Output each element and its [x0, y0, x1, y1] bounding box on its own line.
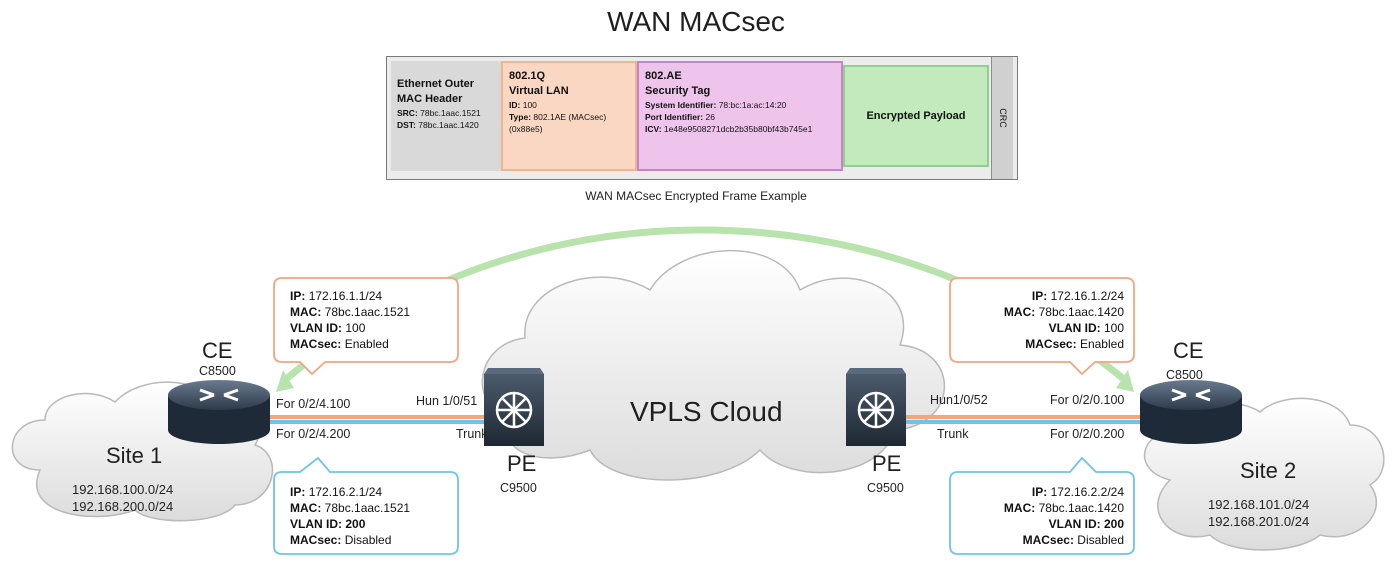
src-label: SRC:: [397, 108, 418, 118]
right-bottom-mac: 78bc.1aac.1420: [1038, 501, 1124, 515]
right-top-vlan: 100: [1103, 321, 1124, 335]
eth-title-2: MAC Header: [397, 93, 463, 105]
site2-net-2: 192.168.201.0/24: [1208, 514, 1310, 529]
callout-right-top: IP: 172.16.1.2/24 MAC: 78bc.1aac.1420 VL…: [1003, 289, 1124, 351]
left-pe-port: Hun 1/0/51: [416, 394, 478, 408]
left-top-ip: 172.16.1.1/24: [308, 289, 383, 303]
port-value: 26: [705, 112, 715, 122]
frame-ethernet-header: Ethernet Outer MAC Header SRC: 78bc.1aac…: [391, 61, 501, 171]
callout-right-bottom: IP: 172.16.2.2/24 MAC: 78bc.1aac.1420 VL…: [1003, 485, 1124, 547]
q-title-2: Virtual LAN: [509, 85, 569, 97]
router-left-icon: [168, 380, 270, 444]
q-type-value: 802.1AE (MACsec): [533, 112, 607, 122]
site2-label: Site 2: [1240, 458, 1297, 483]
left-bottom-ip: 172.16.2.1/24: [308, 485, 383, 499]
left-ce-model: C8500: [199, 364, 236, 378]
macsec-frame: Ethernet Outer MAC Header SRC: 78bc.1aac…: [386, 56, 1018, 180]
payload-label: Encrypted Payload: [866, 109, 966, 122]
src-value: 78bc.1aac.1521: [420, 108, 481, 118]
vpls-cloud-label: VPLS Cloud: [630, 396, 783, 427]
callout-left-top-shape: [273, 277, 459, 376]
left-pe-model: C9500: [500, 481, 537, 495]
right-top-macsec: Enabled: [1079, 337, 1124, 351]
callout-left-bottom-shape: [273, 456, 459, 555]
arc-arrow-left: [276, 370, 294, 392]
frame-crc: CRC: [991, 57, 1013, 179]
right-if-top: For 0/2/0.100: [1050, 393, 1125, 407]
left-if-top: For 0/2/4.100: [276, 397, 351, 411]
right-pe-model: C9500: [867, 481, 904, 495]
sysid-label: System Identifier:: [645, 100, 717, 110]
port-label: Port Identifier:: [645, 112, 704, 122]
dst-value: 78bc.1aac.1420: [418, 120, 479, 130]
icv-value: 1e48e9508271dcb2b35b80bf43b745e1: [663, 124, 813, 134]
left-pe-label: PE: [507, 451, 537, 476]
sysid-value: 78:bc:1a:ac:14:20: [718, 100, 787, 110]
left-if-bottom: For 0/2/4.200: [276, 427, 351, 441]
callout-right-bottom-shape: [949, 456, 1135, 555]
icv-label: ICV:: [645, 124, 662, 134]
callout-left-bottom: IP: 172.16.2.1/24 MAC: 78bc.1aac.1521 VL…: [290, 485, 411, 547]
q-title-1: 802.1Q: [509, 70, 546, 82]
switch-left-icon: [484, 368, 544, 446]
left-top-macsec: Enabled: [344, 337, 389, 351]
right-bottom-vlan: 200: [1103, 517, 1124, 531]
q-type-label: Type:: [509, 112, 532, 122]
right-ce-model: C8500: [1166, 368, 1203, 382]
right-bottom-macsec: Disabled: [1077, 533, 1124, 547]
site1-net-2: 192.168.200.0/24: [72, 499, 174, 514]
q-id-value: 100: [522, 100, 537, 110]
frame-caption: WAN MACsec Encrypted Frame Example: [585, 189, 807, 203]
switch-right-icon: [846, 368, 906, 446]
dst-label: DST:: [397, 120, 416, 130]
q-id-label: ID:: [509, 100, 521, 110]
router-right-icon: [1140, 380, 1242, 444]
site1-label: Site 1: [106, 443, 163, 468]
site2-net-1: 192.168.101.0/24: [1208, 497, 1310, 512]
left-top-vlan: 100: [345, 321, 366, 335]
ae-title-1: 802.AE: [645, 70, 682, 82]
right-bottom-ip: 172.16.2.2/24: [1050, 485, 1124, 499]
right-top-ip: 172.16.1.2/24: [1050, 289, 1124, 303]
diagram-title: WAN MACsec: [607, 6, 785, 37]
right-pe-label: PE: [872, 451, 902, 476]
left-bottom-vlan: 200: [345, 517, 366, 531]
left-pe-trunk: Trunk: [456, 427, 488, 441]
arc-arrow-right: [1116, 370, 1134, 392]
frame-encrypted-payload: Encrypted Payload: [843, 65, 989, 167]
right-ce-label: CE: [1173, 338, 1204, 363]
right-pe-port: Hun1/0/52: [930, 393, 988, 407]
eth-title-1: Ethernet Outer: [397, 78, 475, 90]
ae-title-2: Security Tag: [645, 85, 711, 97]
right-top-mac: 78bc.1aac.1420: [1038, 305, 1124, 319]
q-type-value-2: (0x88e5): [509, 124, 543, 134]
right-if-bottom: For 0/2/0.200: [1050, 427, 1125, 441]
left-bottom-mac: 78bc.1aac.1521: [324, 501, 411, 515]
vpls-cloud: [481, 249, 946, 481]
right-pe-trunk: Trunk: [937, 427, 969, 441]
callout-right-top-shape: [949, 277, 1135, 376]
frame-8021ae: 802.AE Security Tag System Identifier: 7…: [637, 61, 843, 171]
left-top-mac: 78bc.1aac.1521: [324, 305, 411, 319]
left-bottom-macsec: Disabled: [344, 533, 392, 547]
frame-8021q: 802.1Q Virtual LAN ID: 100 Type: 802.1AE…: [501, 61, 637, 171]
site1-net-1: 192.168.100.0/24: [72, 482, 174, 497]
callout-left-top: IP: 172.16.1.1/24 MAC: 78bc.1aac.1521 VL…: [290, 289, 411, 351]
left-ce-label: CE: [202, 338, 233, 363]
